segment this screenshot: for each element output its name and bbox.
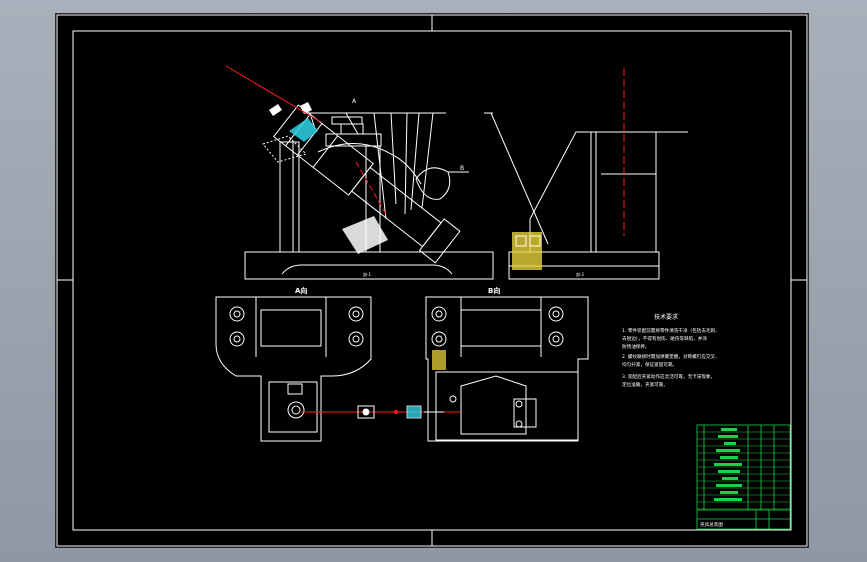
outer-frame <box>56 14 808 547</box>
section-label-left: 剖-1 <box>363 271 371 277</box>
callout-b: B <box>460 165 464 172</box>
drawing-canvas: A B 剖-1 剖-2 A向 <box>56 14 808 547</box>
notes-line-4: 2. 螺纹联接时需加弹簧垫圈，对称螺钉应交叉、 <box>622 353 720 360</box>
notes-title: 技术要求 <box>654 313 678 321</box>
view-b <box>425 296 589 442</box>
parts-list-rows <box>697 431 790 510</box>
parts-list-fill <box>714 428 742 501</box>
view-b-label: B向 <box>488 286 500 295</box>
notes-line-6: 3. 装配后夹紧动作应灵活可靠，无卡滞现象， <box>622 373 715 380</box>
title-block-title: 夹具总装图 <box>700 521 723 528</box>
axis-line-red <box>225 65 322 123</box>
drawing-sheet[interactable]: A B 剖-1 剖-2 A向 <box>55 13 809 548</box>
notes-line-1: 1. 零件装配前需将零件清洗干净（包括去毛刺、 <box>622 327 720 334</box>
detail-parts <box>357 405 444 419</box>
parts-list-table <box>696 424 791 530</box>
side-view-hatch <box>512 232 542 270</box>
notes-line-5: 均匀拧紧，保证紧固可靠。 <box>622 361 677 368</box>
front-view <box>244 104 494 280</box>
technical-notes: 技术要求 1. 零件装配前需将零件清洗干净（包括去毛刺、 去锐边），不得有划伤、… <box>622 313 720 388</box>
inner-frame <box>72 30 792 531</box>
notes-line-7: 定位准确，夹紧可靠。 <box>622 381 668 388</box>
side-view <box>484 112 688 280</box>
axis-line-red-2 <box>355 161 387 215</box>
front-view-hatch <box>262 102 388 254</box>
notes-line-2: 去锐边），不得有划伤、碰伤等缺陷，并涂 <box>622 335 707 342</box>
notes-line-3: 防锈油保养。 <box>622 343 650 350</box>
view-a-label: A向 <box>295 286 307 295</box>
view-a <box>215 296 372 442</box>
callout-a: A <box>352 98 357 105</box>
center-marks <box>57 15 807 546</box>
section-label-right: 剖-2 <box>576 271 584 277</box>
view-b-hatch <box>432 350 446 370</box>
